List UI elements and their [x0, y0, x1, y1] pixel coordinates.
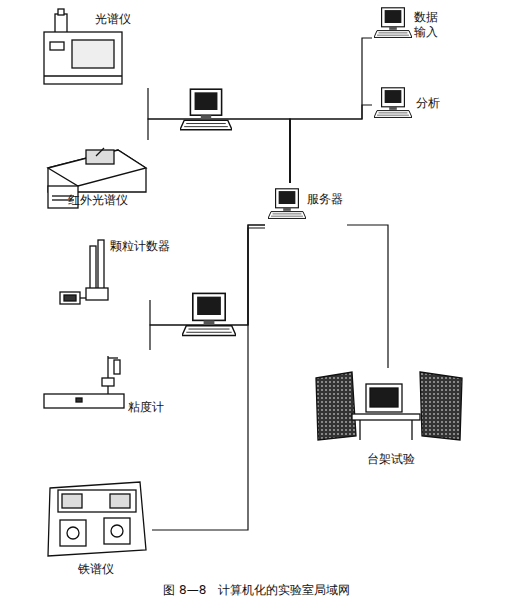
instrument-node: 光谱仪	[30, 8, 155, 88]
network-cable	[290, 38, 372, 183]
network-cable	[148, 88, 290, 183]
node-label: 台架试验	[367, 452, 415, 467]
figure-caption: 图 8—8 计算机化的实验室局域网	[0, 582, 513, 599]
instrument-node: 铁谱仪	[40, 475, 152, 580]
pc-icons	[180, 8, 412, 336]
node-label: 粘度计	[128, 400, 164, 415]
viscometer-drawing	[44, 356, 124, 408]
network-cable	[347, 225, 388, 368]
node-label: 数据输入	[414, 10, 440, 40]
network-cable	[290, 105, 372, 183]
node-label: 光谱仪	[95, 12, 131, 27]
instrument-node: 颗粒计数器	[50, 236, 178, 300]
instrument-node: 分析	[372, 84, 452, 126]
infrared-spectrometer-drawing	[48, 148, 146, 208]
instrument-node: 数据输入	[372, 5, 452, 47]
network-cable	[152, 228, 265, 530]
node-label: 分析	[416, 96, 440, 111]
instrument-node: 台架试验	[310, 368, 470, 470]
instrument-node: 粘度计	[40, 350, 172, 418]
node-label: 铁谱仪	[78, 562, 114, 577]
particle-counter-drawing	[60, 240, 108, 304]
ferrograph-drawing	[48, 482, 146, 556]
node-label: 服务器	[307, 192, 343, 207]
node-label: 红外光谱仪	[68, 193, 128, 208]
bench-test-drawing	[316, 372, 462, 440]
instrument-node: 红外光谱仪	[35, 140, 153, 218]
node-label: 颗粒计数器	[110, 239, 170, 254]
instrument-node: 服务器	[265, 183, 347, 231]
